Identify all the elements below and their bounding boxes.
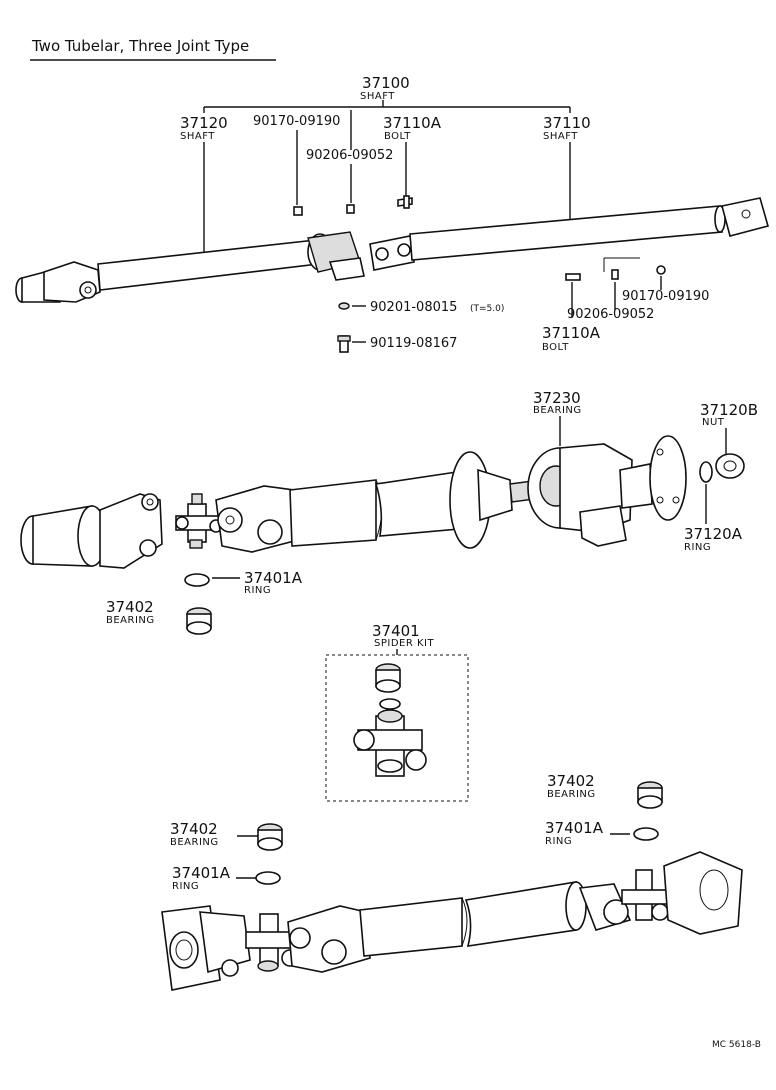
label-37110A-right-number: 37110A [542, 324, 601, 342]
label-nut-right: 90170-09190 [622, 289, 709, 304]
label-shim-note: (T=5.0) [470, 304, 504, 314]
label-37100-number: 37100 [362, 74, 410, 92]
label-37230-name: BEARING [533, 405, 582, 416]
small-bolt-icon [337, 335, 351, 353]
label-37120A-name: RING [684, 542, 711, 553]
label-37100-name: SHAFT [360, 91, 395, 102]
label-spider-kit-number: 37401 [372, 622, 420, 640]
bottom-shaft-drawing [161, 851, 743, 991]
ring-icon [184, 573, 210, 587]
label-37401A-mid-number: 37401A [244, 569, 303, 587]
bolt-right-icon [565, 273, 581, 281]
ring-left-icon [255, 871, 281, 885]
label-37110A-top-number: 37110A [383, 114, 442, 132]
label-washer-right: 90206-09052 [567, 307, 654, 322]
label-spider-kit-name: SPIDER KIT [374, 638, 434, 649]
label-small-bolt: 90119-08167 [370, 336, 457, 351]
shim-icon [338, 302, 350, 310]
label-37110-name: SHAFT [543, 131, 578, 142]
spider-kit-drawing [353, 663, 427, 777]
label-37110A-right-name: BOLT [542, 342, 569, 353]
label-37401A-left-number: 37401A [172, 864, 231, 882]
middle-shaft-drawing [20, 435, 745, 569]
label-37120-number: 37120 [180, 114, 228, 132]
label-37402-mid-name: BEARING [106, 615, 155, 626]
label-37120-name: SHAFT [180, 131, 215, 142]
washer-right-icon [611, 269, 619, 280]
label-37402-left-name: BEARING [170, 837, 219, 848]
label-37402-left-number: 37402 [170, 820, 218, 838]
propeller-shaft-assembly [15, 195, 769, 303]
label-37120B-name: NUT [702, 417, 725, 428]
label-37402-right-number: 37402 [547, 772, 595, 790]
footer-code: MC 5618-B [712, 1040, 761, 1050]
bearing-left-icon [257, 823, 283, 851]
shaft-bracket [203, 100, 571, 113]
label-37120B-number: 37120B [700, 401, 758, 419]
label-37401A-right-number: 37401A [545, 819, 604, 837]
label-37230-number: 37230 [533, 389, 581, 407]
bearing-right-icon [637, 781, 663, 809]
diagram-title: Two Tubelar, Three Joint Type [31, 37, 249, 55]
label-37401A-left-name: RING [172, 881, 199, 892]
ring-right-icon [633, 827, 659, 841]
label-37402-right-name: BEARING [547, 789, 596, 800]
label-37402-mid-number: 37402 [106, 598, 154, 616]
label-37110-number: 37110 [543, 114, 591, 132]
label-37401A-mid-name: RING [244, 585, 271, 596]
label-shim: 90201-08015 [370, 300, 457, 315]
label-37110A-top-name: BOLT [384, 131, 411, 142]
label-nut-top: 90170-09190 [253, 114, 340, 129]
label-37401A-right-name: RING [545, 836, 572, 847]
label-washer-top: 90206-09052 [306, 148, 393, 163]
label-37120A-number: 37120A [684, 525, 743, 543]
nut-right-icon [656, 265, 666, 275]
bearing-cup-icon [186, 607, 212, 635]
